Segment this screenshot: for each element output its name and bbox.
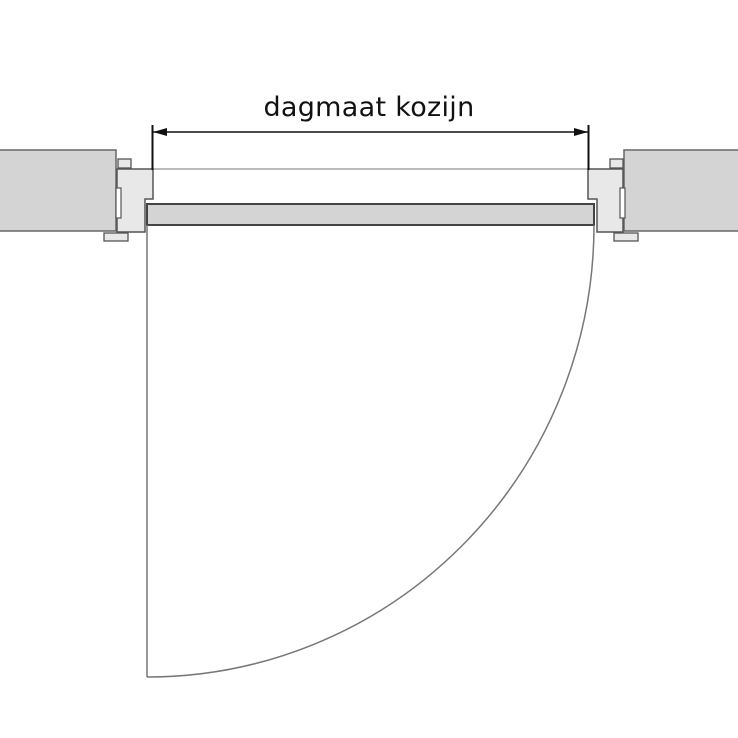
dimension-label: dagmaat kozijn [263, 92, 475, 123]
right-wall [623, 149, 738, 232]
right-frame-jamb [587, 158, 639, 242]
left-top-anchor [117, 158, 132, 169]
dimension-line [151, 125, 590, 170]
right-top-anchor [609, 158, 624, 169]
right-bottom-anchor [613, 232, 639, 242]
door-swing-arc [146, 224, 595, 678]
left-frame-jamb [103, 158, 154, 242]
arrow-right-icon [574, 128, 588, 136]
door-leaf [146, 203, 595, 226]
arrow-left-icon [153, 128, 167, 136]
left-side-slot [115, 187, 122, 219]
left-bottom-anchor [103, 232, 129, 242]
left-wall [0, 149, 117, 232]
right-side-slot [619, 187, 626, 219]
